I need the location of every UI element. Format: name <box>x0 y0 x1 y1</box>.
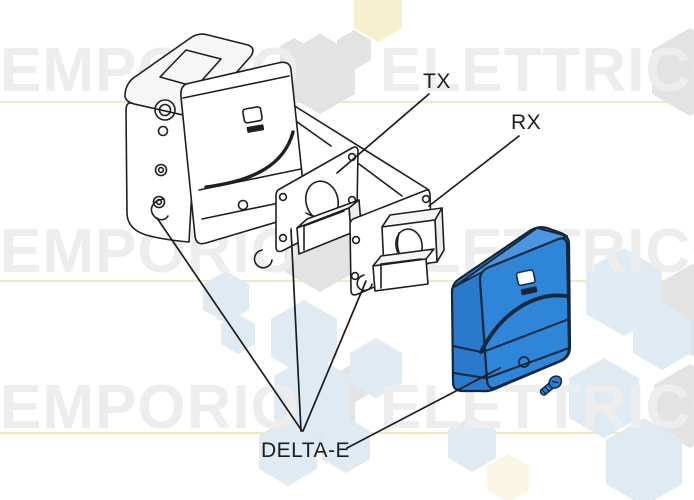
watermark-word-emporio-3: EMPORIO <box>0 373 300 442</box>
clip-hook-rx <box>356 274 373 292</box>
leader-delta-2 <box>290 228 302 432</box>
leader-lines <box>156 93 520 449</box>
came-logo-white-cover <box>242 106 265 133</box>
hexagon-pattern-yellow <box>354 0 529 500</box>
label-delta: DELTA-E <box>261 439 350 462</box>
front-cover-white <box>180 61 307 245</box>
mounting-rail <box>292 104 430 197</box>
hexagon-pattern-blue <box>203 248 691 500</box>
fixing-screw <box>539 375 563 396</box>
leader-delta-4 <box>346 367 501 449</box>
rx-module <box>349 189 445 296</box>
tx-bracket <box>296 199 362 255</box>
label-tx: TX <box>423 70 451 93</box>
rx-bracket <box>372 248 435 292</box>
delta-e-blue-cover <box>450 226 572 393</box>
cover-screw-hole <box>237 199 249 211</box>
hinge-screws <box>152 99 176 209</box>
tx-plate-holes <box>278 152 357 243</box>
leader-rx <box>428 135 520 207</box>
rear-box <box>124 33 254 243</box>
swoosh-blue-cover <box>479 293 568 354</box>
swoosh-white-cover <box>204 130 295 189</box>
leader-delta-1 <box>156 217 303 432</box>
leader-delta-3 <box>302 280 367 432</box>
label-rx: RX <box>511 111 541 134</box>
rx-plate-holes <box>350 194 431 281</box>
blue-cover-screw-hole <box>518 356 530 368</box>
leader-tx <box>336 93 430 174</box>
watermark-word-elettrico-1: ELETTRICO <box>380 36 694 105</box>
part-labels: TX RX DELTA-E <box>261 70 541 462</box>
clip-hook-left <box>150 198 169 221</box>
watermark-word-elettrico-3: ELETTRICO <box>380 373 694 442</box>
clip-hook-tx <box>253 249 273 269</box>
came-logo-blue-cover <box>515 269 538 296</box>
